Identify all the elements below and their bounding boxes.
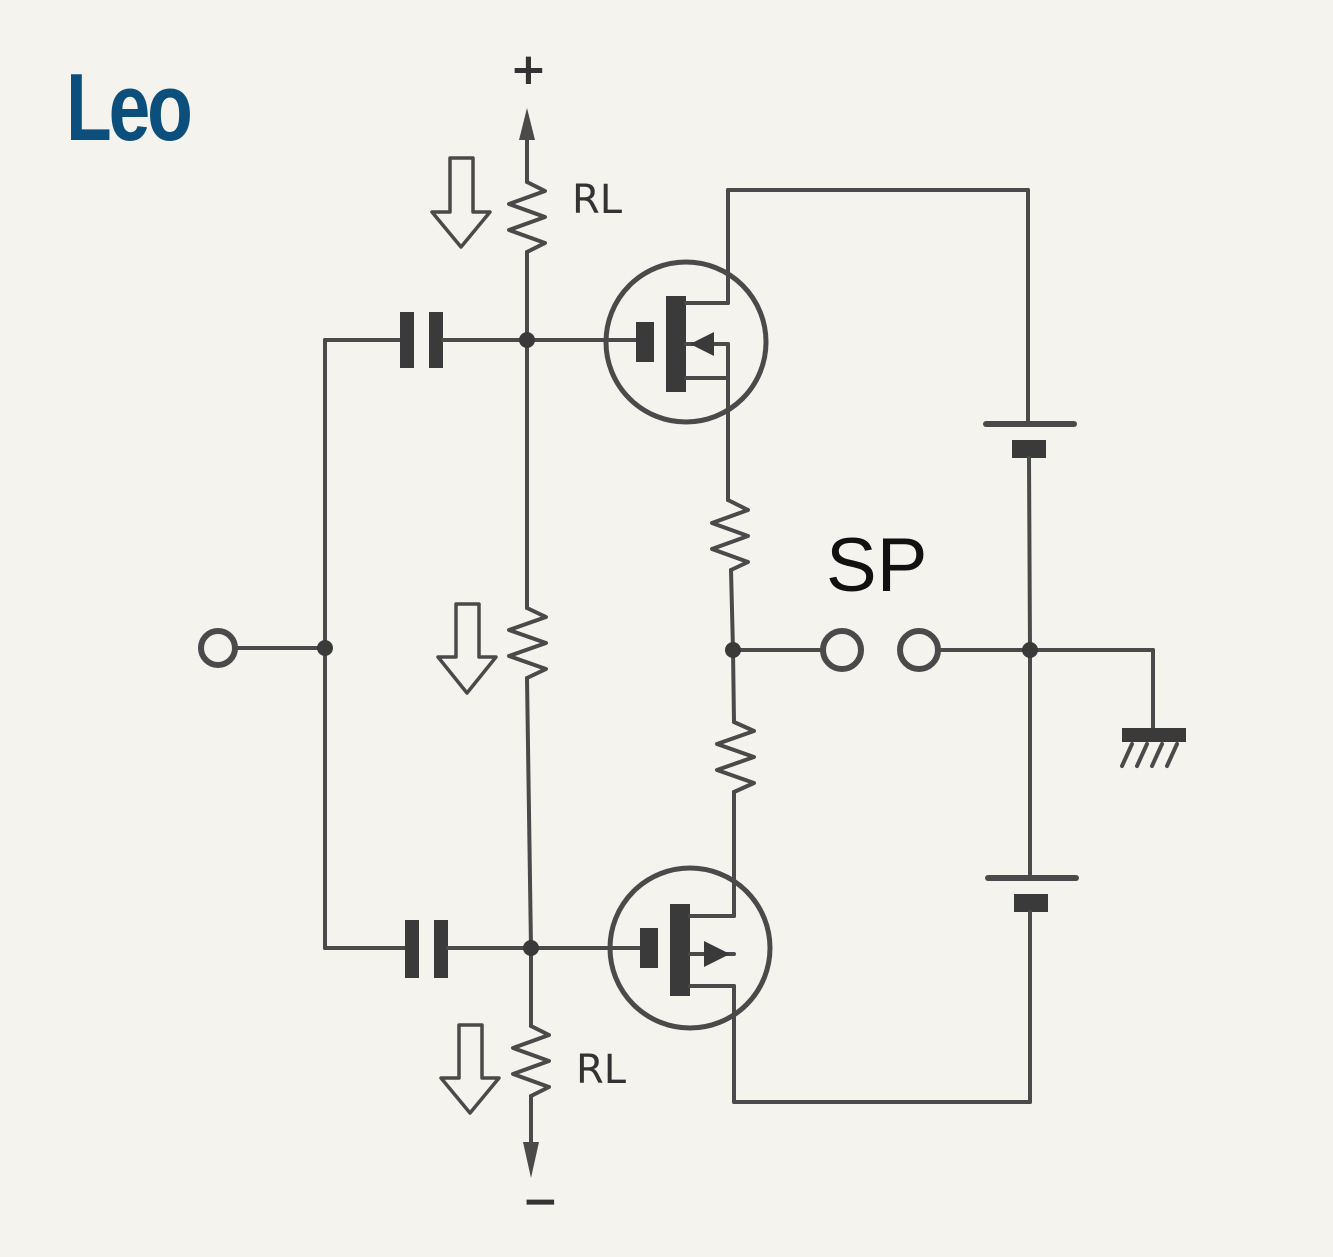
speaker-label: SP bbox=[826, 523, 928, 608]
junction-dot bbox=[519, 332, 535, 348]
junction-dot bbox=[523, 940, 539, 956]
current-arrow-bottom bbox=[439, 1023, 501, 1115]
junction-dot bbox=[317, 640, 333, 656]
upper-battery bbox=[983, 421, 1077, 652]
current-arrow-top bbox=[430, 156, 492, 249]
input-terminal bbox=[198, 628, 238, 668]
speaker-terminal-right bbox=[897, 628, 941, 672]
negative-supply-branch bbox=[511, 946, 551, 1178]
upper-mosfet bbox=[603, 188, 769, 502]
current-arrow-middle bbox=[436, 602, 498, 695]
load-resistor-bottom-label: RL bbox=[576, 1047, 627, 1093]
junction-dot bbox=[1022, 642, 1038, 658]
junction-dot bbox=[725, 642, 741, 658]
supply-negative-label: − bbox=[522, 1176, 559, 1227]
lower-mosfet bbox=[607, 798, 773, 1104]
load-resistor-top-label: RL bbox=[572, 177, 623, 223]
bias-resistor-middle bbox=[507, 338, 548, 950]
lower-source-resistor bbox=[715, 648, 756, 802]
upper-source-resistor bbox=[710, 498, 750, 652]
supply-positive-label: + bbox=[510, 44, 547, 95]
speaker-terminal-left bbox=[820, 628, 864, 672]
positive-supply-branch bbox=[507, 108, 547, 342]
ground-icon bbox=[1028, 648, 1186, 768]
junction-dots bbox=[317, 332, 1038, 956]
lower-coupling-capacitor bbox=[323, 920, 533, 978]
lower-battery bbox=[985, 648, 1079, 1104]
top-supply-loop bbox=[726, 188, 1030, 426]
brand-logo: Leo bbox=[66, 54, 193, 161]
upper-coupling-capacitor bbox=[323, 312, 529, 368]
